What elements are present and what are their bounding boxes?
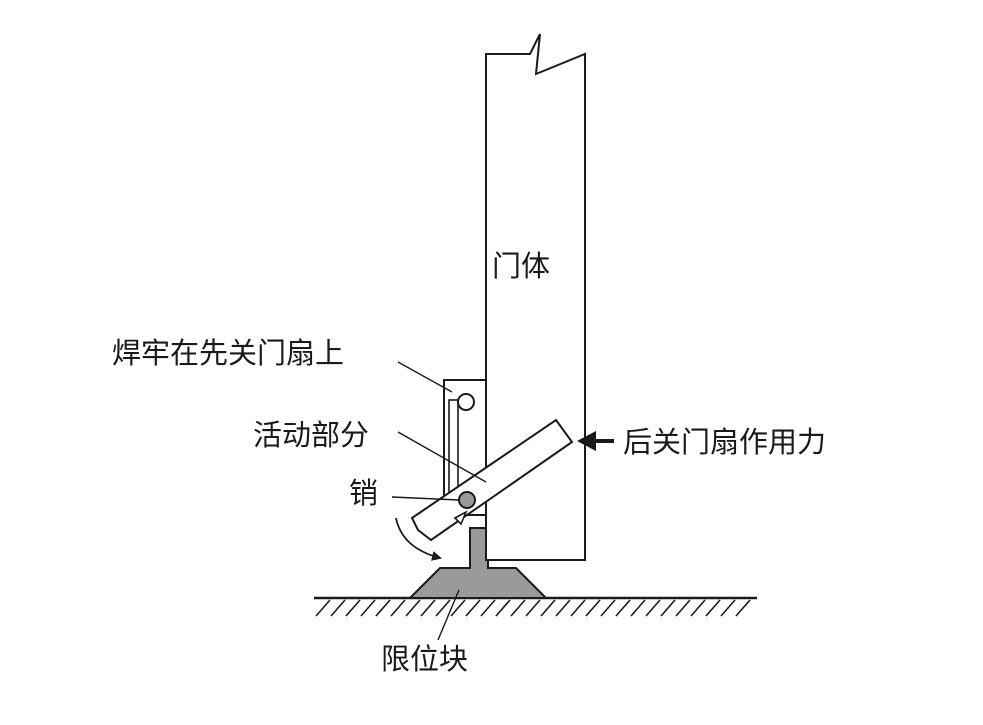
hatch-line: [570, 599, 586, 617]
hatch-line: [405, 599, 421, 617]
hatch-line: [720, 599, 736, 617]
hatch-line: [735, 599, 751, 617]
hatch-line: [330, 599, 346, 617]
hatch-line: [315, 599, 331, 617]
label-stop-block: 限位块: [381, 642, 468, 676]
hatch-line: [705, 599, 721, 617]
hatch-line: [690, 599, 706, 617]
pin: [458, 491, 476, 509]
hatch-line: [540, 599, 556, 617]
leader-movable: [397, 431, 487, 483]
label-movable-part: 活动部分: [253, 418, 369, 452]
leader-pin: [391, 496, 460, 501]
hatch-line: [630, 599, 646, 617]
hatch-line: [420, 599, 436, 617]
hatch-line: [360, 599, 376, 617]
hatch-line: [555, 599, 571, 617]
movable-bar: [410, 418, 574, 542]
force-arrow: [577, 431, 614, 451]
hatch-line: [585, 599, 601, 617]
hatch-line: [675, 599, 691, 617]
hatch-line: [480, 599, 496, 617]
label-door-body: 门体: [492, 249, 550, 283]
hatch-line: [345, 599, 361, 617]
label-force: 后关门扇作用力: [623, 425, 826, 459]
hatch-line: [645, 599, 661, 617]
ground-hatching: [315, 599, 751, 617]
leader-stop-block: [437, 589, 460, 641]
hatch-line: [510, 599, 526, 617]
hatch-line: [465, 599, 481, 617]
hatch-line: [525, 599, 541, 617]
hatch-line: [660, 599, 676, 617]
leader-welded: [397, 361, 453, 393]
hatch-line: [450, 599, 466, 617]
ground: [314, 596, 757, 617]
hatch-line: [495, 599, 511, 617]
hatch-line: [600, 599, 616, 617]
label-welded: 焊牢在先关门扇上: [112, 336, 344, 370]
hatch-line: [435, 599, 451, 617]
rotation-arrow: [395, 517, 442, 561]
hatch-line: [390, 599, 406, 617]
label-pin: 销: [349, 476, 378, 510]
hatch-line: [615, 599, 631, 617]
hatch-line: [375, 599, 391, 617]
leader-lines: [391, 361, 487, 641]
